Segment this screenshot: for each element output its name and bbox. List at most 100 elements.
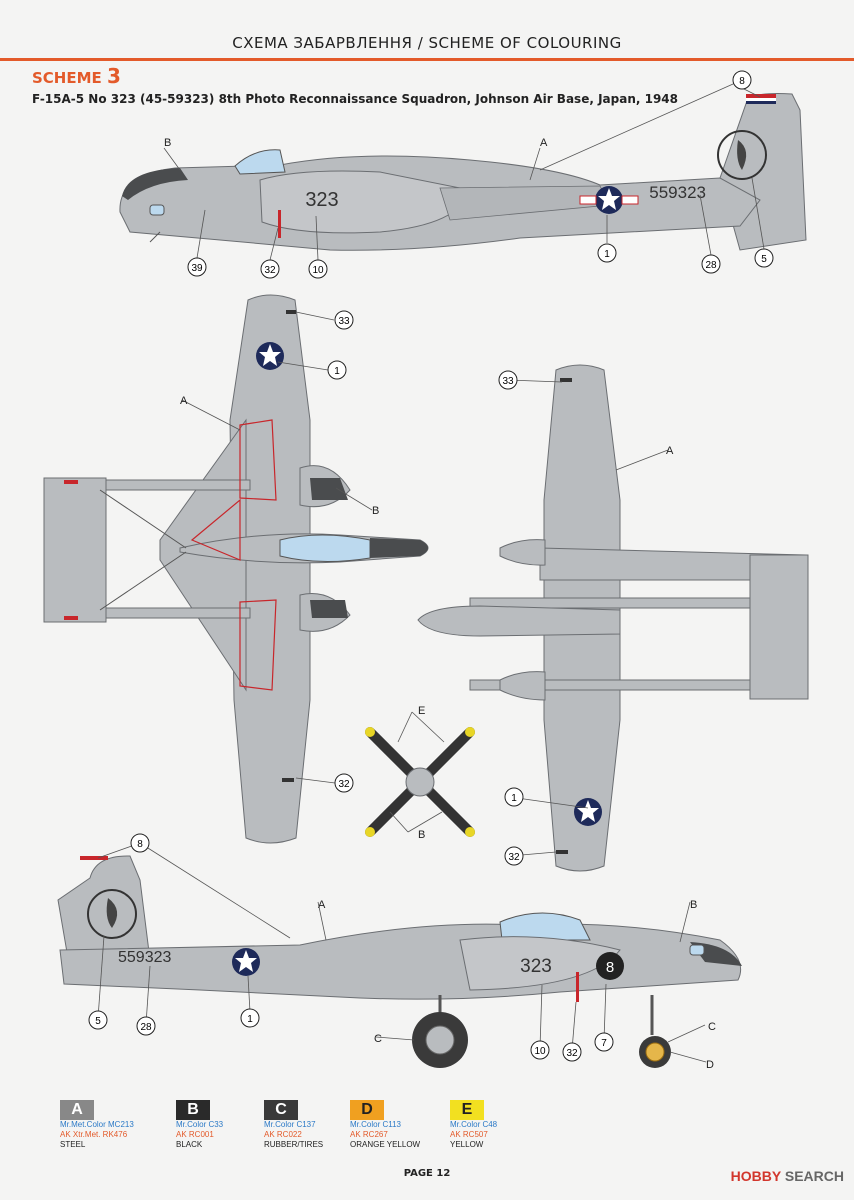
scheme-label: SCHEME 3 — [32, 64, 121, 88]
callout-8: 8 — [130, 833, 150, 853]
svg-text:10: 10 — [312, 265, 324, 276]
side-view-number: 323 — [305, 189, 338, 211]
legend-mr-color-e: Mr.Color C48 — [450, 1120, 498, 1129]
svg-text:1: 1 — [511, 793, 517, 804]
svg-text:32: 32 — [338, 779, 350, 790]
svg-text:10: 10 — [534, 1046, 546, 1057]
legend-name-d: ORANGE YELLOW — [350, 1140, 421, 1149]
watermark-search: SEARCH — [784, 1168, 844, 1184]
paint-ref-a: A — [318, 899, 326, 911]
legend-mr-color-a: Mr.Met.Color MC213 — [60, 1120, 134, 1129]
svg-text:33: 33 — [502, 376, 514, 387]
paint-refs: B A A B A E B A B C C D — [164, 137, 716, 1071]
page-number: PAGE 12 — [403, 1168, 451, 1179]
legend-ak-a: AK Xtr.Met. RK476 — [60, 1130, 128, 1139]
legend-ak-b: AK RC001 — [176, 1130, 214, 1139]
paint-ref-c: C — [374, 1033, 382, 1045]
callout-32: 32 — [504, 846, 524, 866]
side-view-right-number: 323 — [520, 956, 552, 977]
paint-ref-d: D — [706, 1059, 714, 1071]
svg-text:32: 32 — [508, 852, 520, 863]
svg-text:28: 28 — [140, 1022, 152, 1033]
legend-chip-b: B — [176, 1100, 210, 1120]
legend-mr-color-b: Mr.Color C33 — [176, 1120, 224, 1129]
callouts: 8 1 28 5 39 32 10 33 1 32 33 1 32 8 5 28… — [88, 70, 774, 1062]
callout-1: 1 — [327, 360, 347, 380]
scheme-label-text: SCHEME — [32, 69, 102, 87]
callout-13: 28 — [136, 1016, 156, 1036]
nose-number: 8 — [606, 959, 614, 976]
callout-28: 32 — [260, 259, 280, 279]
page-header: СХЕМА ЗАБАРВЛЕННЯ / SCHEME OF COLOURING — [0, 0, 854, 61]
legend-chip-a: A — [60, 1100, 94, 1120]
scheme-description: F-15A-5 No 323 (45-59323) 8th Photo Reco… — [32, 92, 678, 106]
side-view-serial: 559323 — [649, 183, 706, 202]
propeller — [365, 727, 475, 837]
legend-item-e: E Mr.Color C48 AK RC507 YELLOW — [450, 1100, 497, 1160]
leader-lines — [97, 79, 765, 1063]
callout-5: 5 — [754, 248, 774, 268]
legend-name-e: YELLOW — [450, 1140, 484, 1149]
legend-item-d: D Mr.Color C113 AK RC267 ORANGE YELLOW — [350, 1100, 420, 1160]
svg-text:8: 8 — [739, 76, 745, 87]
svg-text:1: 1 — [604, 249, 610, 260]
side-view-right: 8 323 559323 — [57, 855, 742, 1068]
paint-ref-b: B — [372, 505, 379, 517]
legend-name-b: BLACK — [176, 1140, 203, 1149]
legend-item-c: C Mr.Color C137 AK RC022 RUBBER/TIRES — [264, 1100, 323, 1160]
callout-33: 33 — [334, 310, 354, 330]
svg-text:5: 5 — [95, 1016, 101, 1027]
watermark-logo: HOBBY SEARCH — [731, 1168, 844, 1184]
paint-ref-b: B — [418, 829, 425, 841]
legend-name-c: RUBBER/TIRES — [264, 1140, 324, 1149]
top-view — [43, 294, 429, 844]
legend-ak-e: AK RC507 — [450, 1130, 488, 1139]
callout-32: 32 — [334, 773, 354, 793]
callout-7: 7 — [594, 1032, 614, 1052]
header-rule — [0, 58, 854, 61]
page-title: СХЕМА ЗАБАРВЛЕННЯ / SCHEME OF COLOURING — [232, 34, 622, 52]
paint-ref-c: C — [708, 1021, 716, 1033]
callout-10: 10 — [530, 1040, 550, 1060]
callout-13: 28 — [701, 254, 721, 274]
legend-ak-d: AK RC267 — [350, 1130, 388, 1139]
bottom-view — [417, 364, 809, 872]
svg-text:32: 32 — [566, 1048, 578, 1059]
paint-ref-e: E — [418, 705, 425, 717]
paint-ref-a: A — [180, 395, 188, 407]
legend-mr-color-d: Mr.Color C113 — [350, 1120, 401, 1129]
paint-ref-a: A — [540, 137, 548, 149]
legend-chip-c: C — [264, 1100, 298, 1120]
side-view-left: 323 559323 — [119, 93, 807, 251]
callout-1: 1 — [240, 1008, 260, 1028]
svg-text:1: 1 — [334, 366, 340, 377]
scheme-number: 3 — [107, 64, 121, 88]
svg-text:32: 32 — [264, 265, 276, 276]
legend-chip-e: E — [450, 1100, 484, 1120]
side-view-right-serial: 559323 — [118, 949, 171, 966]
legend-mr-color-c: Mr.Color C137 — [264, 1120, 316, 1129]
paint-ref-a: A — [666, 445, 674, 457]
callout-5: 5 — [88, 1010, 108, 1030]
callout-33: 33 — [498, 370, 518, 390]
callout-28: 32 — [562, 1042, 582, 1062]
svg-text:1: 1 — [247, 1014, 253, 1025]
legend-name-a: STEEL — [60, 1140, 86, 1149]
callout-1: 1 — [504, 787, 524, 807]
legend-item-a: A Mr.Met.Color MC213 AK Xtr.Met. RK476 S… — [60, 1100, 134, 1160]
svg-text:5: 5 — [761, 254, 767, 265]
legend-item-b: B Mr.Color C33 AK RC001 BLACK — [176, 1100, 223, 1160]
svg-text:7: 7 — [601, 1038, 607, 1049]
paint-ref-b: B — [690, 899, 697, 911]
watermark-hobby: HOBBY — [730, 1168, 781, 1184]
callout-10: 10 — [308, 259, 328, 279]
callout-39: 39 — [187, 257, 207, 277]
callout-8: 8 — [732, 70, 752, 90]
svg-text:8: 8 — [137, 839, 143, 850]
svg-text:33: 33 — [338, 316, 350, 327]
callout-1: 1 — [597, 243, 617, 263]
svg-text:39: 39 — [191, 263, 203, 274]
paint-ref-b: B — [164, 137, 171, 149]
svg-text:28: 28 — [705, 260, 717, 271]
